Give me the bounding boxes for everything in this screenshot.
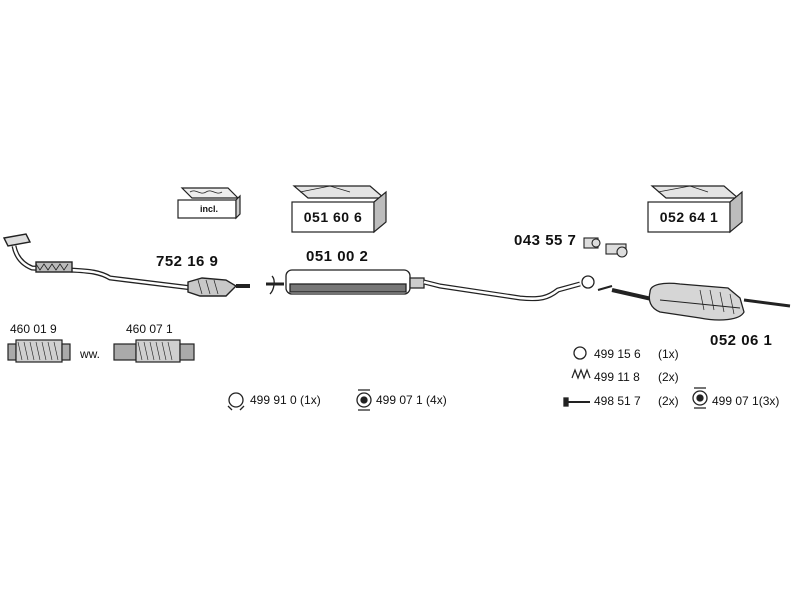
label-mount-bolts: 043 55 7 [514,232,577,249]
label-rubber-hanger-a: 499 07 1 (4x) [376,393,447,407]
rear-silencer-drawing [597,282,791,321]
label-ww: ww. [80,347,101,361]
label-box-1: 051 60 6 [303,209,363,225]
accessory-icons [227,346,708,411]
label-front-pipe: 752 16 9 [156,253,219,270]
label-flex-2: 460 07 1 [126,322,173,336]
middle-silencer-drawing [266,269,595,302]
part-box-2 [647,185,743,234]
label-flex-1: 460 01 9 [10,322,57,336]
flex-pipe-drawings [7,339,195,363]
label-gasket-ring: 499 15 6 [594,347,641,361]
label-spring: 499 11 8 [594,370,640,384]
incl-kit-box [177,187,241,220]
label-middle-silencer: 051 00 2 [306,248,369,265]
label-incl: incl. [199,204,218,214]
label-spring-qty: (2x) [658,370,679,384]
label-rear-silencer: 052 06 1 [710,332,773,349]
label-rubber-hanger-b: 499 07 1(3x) [712,394,780,408]
label-gasket-ring-qty: (1x) [658,347,679,361]
label-bolt: 498 51 7 [594,394,641,408]
label-ring-clamp: 499 91 0 (1x) [250,393,321,407]
front-pipe-drawing [2,233,250,297]
label-box-2: 052 64 1 [659,209,719,225]
part-box-1 [291,185,387,234]
mount-bolts-drawing [583,237,628,258]
label-bolt-qty: (2x) [658,394,679,408]
